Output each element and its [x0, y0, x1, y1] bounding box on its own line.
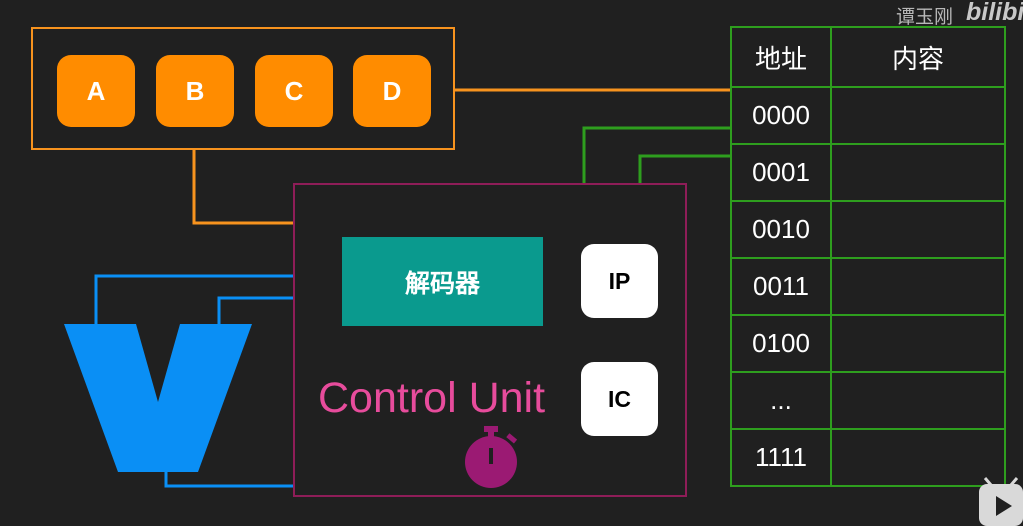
bilibili-logo: bilibili	[966, 0, 1023, 26]
register-c: C	[255, 55, 333, 127]
memory-row: 0010	[730, 200, 1006, 259]
wire-registers-cu	[192, 150, 293, 225]
ip-register: IP	[581, 244, 658, 318]
memory-address-cell: 1111	[730, 428, 832, 487]
memory-content-cell	[830, 143, 1006, 202]
play-badge-icon[interactable]	[979, 476, 1023, 526]
watermark-author: 谭玉刚	[896, 6, 954, 28]
memory-address-cell: 0001	[730, 143, 832, 202]
decoder: 解码器	[342, 237, 543, 326]
memory-content-cell	[830, 428, 1006, 487]
register-b: B	[156, 55, 234, 127]
address-header: 地址	[730, 26, 832, 88]
memory-row: 0000	[730, 86, 1006, 145]
wire-cu-memory-2	[638, 154, 730, 183]
memory-header-row: 地址 内容	[730, 26, 1006, 88]
wire-cu-alu-1	[94, 274, 293, 324]
memory-content-cell	[830, 314, 1006, 373]
memory-address-cell: 0100	[730, 314, 832, 373]
content-header: 内容	[830, 26, 1006, 88]
memory-address-cell: 0000	[730, 86, 832, 145]
memory-address-cell: 0010	[730, 200, 832, 259]
memory-content-cell	[830, 371, 1006, 430]
memory-content-cell	[830, 86, 1006, 145]
wire-cu-alu-2	[217, 296, 293, 324]
memory-address-cell: ...	[730, 371, 832, 430]
memory-content-cell	[830, 200, 1006, 259]
wire-alu-cu-3	[164, 470, 293, 488]
registers-group: A B C D	[31, 27, 455, 150]
alu-v-shape-icon	[64, 324, 252, 472]
ic-register: IC	[581, 362, 658, 436]
memory-row: 1111	[730, 428, 1006, 487]
register-a: A	[57, 55, 135, 127]
memory-row: ...	[730, 371, 1006, 430]
control-unit-box	[293, 183, 687, 497]
memory-row: 0001	[730, 143, 1006, 202]
wire-cu-memory-1	[582, 126, 730, 183]
control-unit-label: Control Unit	[318, 374, 546, 422]
memory-address-cell: 0011	[730, 257, 832, 316]
stopwatch-icon	[465, 426, 518, 488]
memory-row: 0011	[730, 257, 1006, 316]
register-d: D	[353, 55, 431, 127]
memory-content-cell	[830, 257, 1006, 316]
memory-row: 0100	[730, 314, 1006, 373]
memory-table: 地址 内容 0000 0001 0010 0011 0100 ...	[730, 26, 1006, 487]
